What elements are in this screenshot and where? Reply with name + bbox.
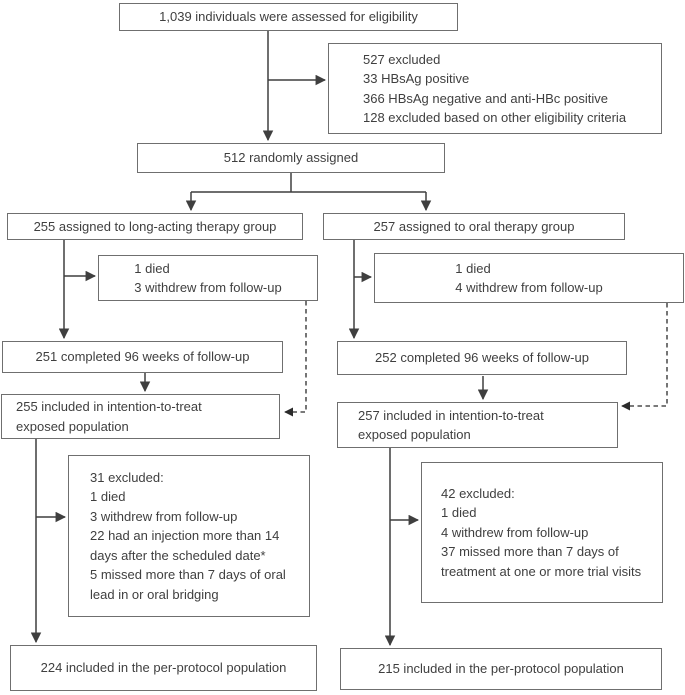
box-arm-oral-text: 257 assigned to oral therapy group	[373, 218, 575, 234]
box-arm-oral: 257 assigned to oral therapy group	[323, 213, 625, 240]
box-completed-long-acting: 251 completed 96 weeks of follow-up	[2, 341, 283, 373]
box-per-protocol-oral-text: 215 included in the per-protocol populat…	[378, 661, 624, 677]
box-randomized: 512 randomly assigned	[137, 143, 445, 173]
box-excluded-oral-text: 42 excluded: 1 died 4 withdrew from foll…	[441, 485, 642, 579]
box-itt-oral-text: 257 included in intention-to-treat expos…	[358, 407, 544, 443]
box-arm-long-acting: 255 assigned to long-acting therapy grou…	[7, 213, 303, 240]
box-per-protocol-long-acting-text: 224 included in the per-protocol populat…	[40, 660, 287, 676]
box-excluded-long-acting-text: 31 excluded: 1 died 3 withdrew from foll…	[90, 469, 286, 602]
box-eligibility-text: 1,039 individuals were assessed for elig…	[159, 9, 418, 25]
box-excluded-top-text: 527 excluded 33 HBsAg positive 366 HBsAg…	[363, 51, 627, 126]
box-per-protocol-oral: 215 included in the per-protocol populat…	[340, 648, 662, 690]
box-withdrawn-long-acting: 1 died 3 withdrew from follow-up	[98, 255, 318, 301]
box-randomized-text: 512 randomly assigned	[223, 150, 359, 166]
box-withdrawn-oral-text: 1 died 4 withdrew from follow-up	[455, 260, 603, 296]
dashed-connector-withdrawn-to-itt-oral	[621, 303, 668, 411]
dashed-connector-withdrawn-to-itt-long-acting	[284, 301, 307, 417]
box-completed-oral: 252 completed 96 weeks of follow-up	[337, 341, 627, 375]
box-itt-long-acting: 255 included in intention-to-treat expos…	[1, 394, 280, 439]
box-completed-oral-text: 252 completed 96 weeks of follow-up	[375, 350, 589, 366]
box-completed-long-acting-text: 251 completed 96 weeks of follow-up	[35, 349, 250, 365]
box-excluded-long-acting: 31 excluded: 1 died 3 withdrew from foll…	[68, 455, 310, 617]
box-excluded-top: 527 excluded 33 HBsAg positive 366 HBsAg…	[328, 43, 662, 134]
box-itt-oral: 257 included in intention-to-treat expos…	[337, 402, 618, 448]
box-arm-long-acting-text: 255 assigned to long-acting therapy grou…	[33, 218, 277, 234]
box-withdrawn-oral: 1 died 4 withdrew from follow-up	[374, 253, 684, 303]
box-withdrawn-long-acting-text: 1 died 3 withdrew from follow-up	[134, 260, 282, 296]
box-eligibility: 1,039 individuals were assessed for elig…	[119, 3, 458, 31]
box-excluded-oral: 42 excluded: 1 died 4 withdrew from foll…	[421, 462, 663, 603]
box-per-protocol-long-acting: 224 included in the per-protocol populat…	[10, 645, 317, 691]
box-itt-long-acting-text: 255 included in intention-to-treat expos…	[16, 399, 202, 434]
